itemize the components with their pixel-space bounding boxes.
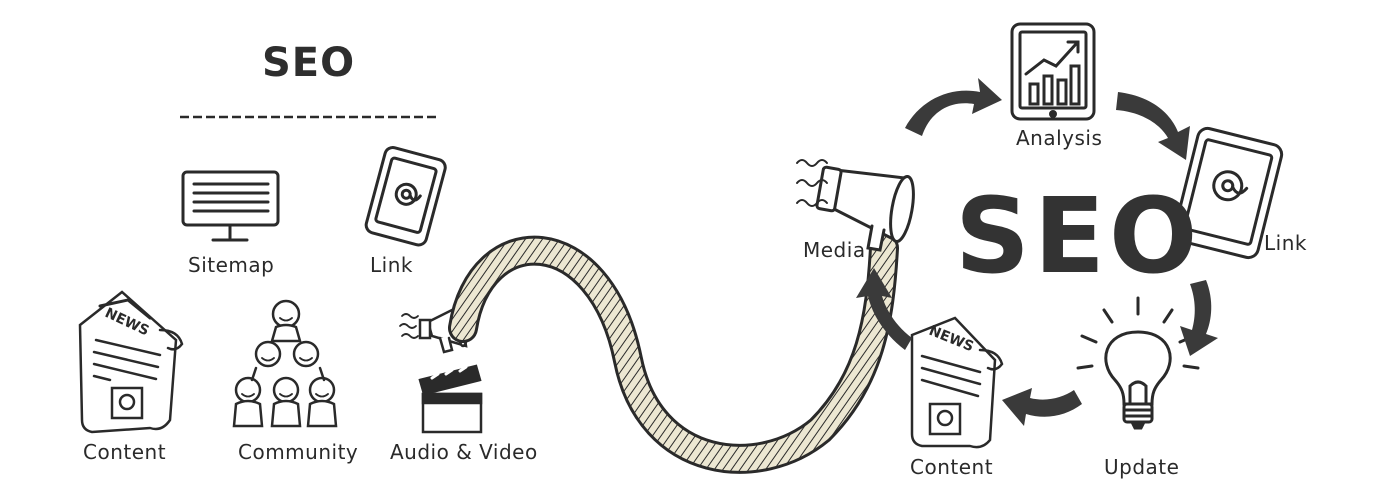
content-label-right: Content	[910, 455, 994, 479]
arrow-update-to-content	[1002, 388, 1082, 426]
media-label: Media	[803, 238, 866, 262]
chart-tablet-icon	[1010, 22, 1096, 121]
monitor-icon	[181, 170, 280, 242]
arrow-analysis-to-link	[1116, 92, 1190, 160]
arrow-content-to-media	[856, 268, 912, 350]
people-pyramid-icon	[232, 299, 338, 428]
arrow-link-to-update	[1180, 280, 1218, 356]
sitemap-label: Sitemap	[188, 253, 275, 277]
lightbulb-icon	[1076, 296, 1200, 430]
right-seo-title: SEO	[955, 175, 1202, 297]
newspaper-icon-right: NEWS	[910, 316, 1004, 449]
arrow-media-to-analysis	[905, 78, 1002, 136]
email-tablet-icon	[364, 145, 447, 247]
link-label-left: Link	[370, 253, 413, 277]
community-label: Community	[238, 440, 359, 464]
link-label-right: Link	[1264, 231, 1307, 255]
email-tablet-icon-right	[1172, 126, 1284, 260]
left-seo-title: SEO	[262, 40, 356, 86]
cycle-arrows	[856, 78, 1218, 426]
content-label-left: Content	[83, 440, 167, 464]
megaphone-icon	[796, 159, 915, 252]
update-label: Update	[1104, 455, 1180, 479]
audio-video-label: Audio & Video	[390, 440, 538, 464]
analysis-label: Analysis	[1016, 126, 1103, 150]
newspaper-icon: NEWS	[78, 290, 184, 434]
